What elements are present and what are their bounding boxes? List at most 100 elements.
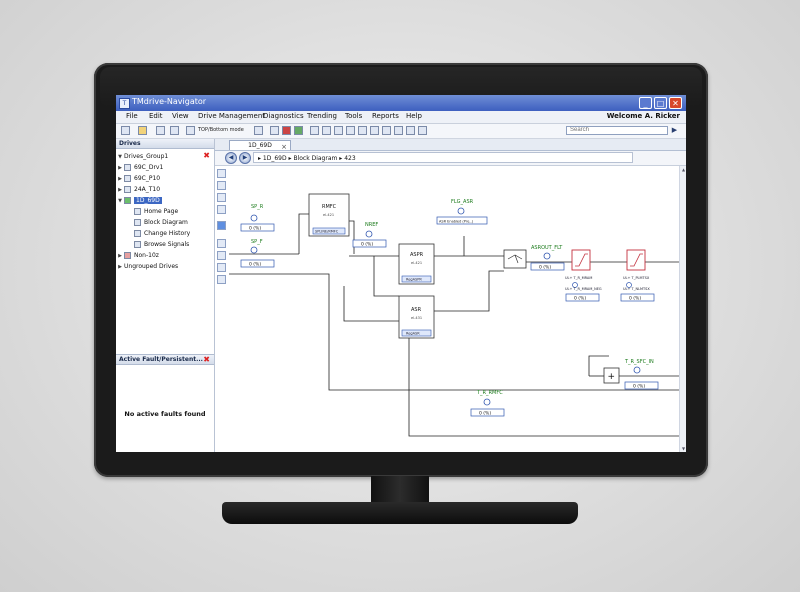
menu-file[interactable]: File [126,112,138,120]
zoom-icon[interactable] [254,126,263,135]
tree-item-label: Change History [144,230,191,237]
pointer-tool-icon[interactable] [217,169,226,178]
copy-tool-icon[interactable] [217,263,226,272]
drive-icon [124,197,131,204]
print-tool-icon[interactable] [217,251,226,260]
search-input[interactable] [566,126,668,135]
block-name: ASR [411,307,422,313]
fit-tool-icon[interactable] [217,239,226,248]
selector-switch-block[interactable] [503,249,527,269]
left-panel: Drives ▼Drives_Group1 ✖ ▶69C_Drv1 ▶69C_P… [116,139,215,452]
signal-label: SP_R [251,204,264,210]
menu-help[interactable]: Help [406,112,422,120]
menu-diagnostics[interactable]: Diagnostics [263,112,304,120]
menu-reports[interactable]: Reports [372,112,399,120]
signal-label: ASROUT_FLT [531,245,563,251]
chart-icon[interactable] [382,126,391,135]
tree-item-group[interactable]: ▶Non-10z [116,250,214,261]
back-button[interactable]: ◀ [225,152,237,164]
tree-subitem-change-history[interactable]: Change History [116,228,214,239]
tree-item-group[interactable]: ▶Ungrouped Drives [116,261,214,272]
settings-icon[interactable] [270,126,279,135]
maximize-button[interactable]: □ [654,97,667,109]
summing-junction-block[interactable]: + [603,367,620,384]
breadcrumb-page[interactable]: Block Diagram [293,155,338,162]
tree-group[interactable]: ▼Drives_Group1 ✖ [116,151,214,162]
signal-t-r-rmfc[interactable]: T_R_RMFC 0 (%) [470,390,505,417]
signal-asrout-flt[interactable]: ASROUT_FLT 0 (%) [530,245,565,271]
remove-group-icon[interactable]: ✖ [203,151,210,160]
block-rmfc[interactable]: RMFC el-421 SPLINE/RMFC [308,193,350,237]
limit-label: UL+ T_R_MRAM [565,276,592,280]
breadcrumb-number[interactable]: 423 [344,155,356,162]
value-box [620,293,655,302]
pause-icon[interactable] [334,126,343,135]
expand-icon[interactable]: ▶ [118,264,122,270]
trend-icon[interactable] [358,126,367,135]
signal-nref[interactable]: NREF 0 (%) [352,222,387,248]
collapse-icon[interactable]: ▼ [118,154,122,160]
open-folder-icon[interactable] [138,126,147,135]
menu-drive-management[interactable]: Drive Management [198,112,265,120]
menu-view[interactable]: View [172,112,189,120]
tree-item-drive[interactable]: ▶69C_Drv1 [116,162,214,173]
close-panel-icon[interactable]: ✖ [203,355,210,364]
export-tool-icon[interactable] [217,275,226,284]
monitor-icon[interactable] [186,126,195,135]
signal-sp-r[interactable]: SP_R 0 (%) [240,204,275,232]
vertical-scrollbar[interactable]: ▲ ▼ [679,166,686,452]
menu-trending[interactable]: Trending [307,112,337,120]
block-asr[interactable]: ASR el-431 RegASR [398,295,435,339]
value-text: 0 (%) [249,226,261,232]
limiter-block-1[interactable]: UL+ T_R_MRAM UL+ T_R_MRAM_NEG 0 (%) [565,249,602,302]
menu-tools[interactable]: Tools [345,112,363,120]
select-tool-icon[interactable] [217,193,226,202]
expand-icon[interactable]: ▶ [118,176,122,182]
menu-edit[interactable]: Edit [149,112,163,120]
capture-icon[interactable] [394,126,403,135]
upload-icon[interactable] [406,126,415,135]
record-icon[interactable] [346,126,355,135]
forward-button[interactable]: ▶ [239,152,251,164]
zoom-in-tool-icon[interactable] [217,205,226,214]
toolbar: TOP/Bottom mode ▶ [116,124,686,139]
new-icon[interactable] [121,126,130,135]
step-icon[interactable] [310,126,319,135]
tab-close-icon[interactable]: × [281,143,287,151]
magnifier-tool-icon[interactable] [217,221,226,230]
collapse-icon[interactable]: ▼ [118,198,122,204]
signal-sp-f[interactable]: SP_F 0 (%) [240,239,275,268]
minimize-button[interactable]: _ [639,97,652,109]
grid-icon[interactable] [294,126,303,135]
value-box [240,223,275,232]
run-icon[interactable] [322,126,331,135]
block-aspr[interactable]: ASPR el-421 RegASPR [398,243,435,285]
tab-drive[interactable]: 1D_69D× [229,140,291,151]
print-icon[interactable] [170,126,179,135]
scroll-down-icon[interactable]: ▼ [681,446,686,451]
scroll-up-icon[interactable]: ▲ [681,167,686,172]
tree-item-drive[interactable]: ▶69C_P10 [116,173,214,184]
signal-t-r-sfc-in[interactable]: T_R_SFC_IN 0 (%) [624,359,659,390]
tree-subitem-browse-signals[interactable]: Browse Signals [116,239,214,250]
close-button[interactable]: ✕ [669,97,682,109]
tree-item-drive-selected[interactable]: ▼1D_69D [116,195,214,206]
nav-bar: ◀ ▶ ▸ 1D_69D ▸ Block Diagram ▸ 423 [215,151,686,166]
download-icon[interactable] [418,126,427,135]
tree-subitem-home[interactable]: Home Page [116,206,214,217]
search-go-icon[interactable]: ▶ [671,126,678,134]
wave-icon[interactable] [370,126,379,135]
pan-tool-icon[interactable] [217,181,226,190]
signal-flg-asr[interactable]: FLG_ASR ASR Enabled (Pre..) [436,199,488,225]
expand-icon[interactable]: ▶ [118,187,122,193]
tree-item-drive[interactable]: ▶24A_T10 [116,184,214,195]
mode-label[interactable]: TOP/Bottom mode [198,127,244,133]
stop-icon[interactable] [282,126,291,135]
expand-icon[interactable]: ▶ [118,165,122,171]
limiter-block-2[interactable]: UL+ T_PLMTSX UL+ T_NLMTSX 0 (%) [620,249,655,302]
expand-icon[interactable]: ▶ [118,253,122,259]
value-text: 0 (%) [479,411,491,417]
breadcrumb-drive[interactable]: 1D_69D [262,155,287,162]
tree-subitem-block-diagram[interactable]: Block Diagram [116,217,214,228]
save-icon[interactable] [156,126,165,135]
